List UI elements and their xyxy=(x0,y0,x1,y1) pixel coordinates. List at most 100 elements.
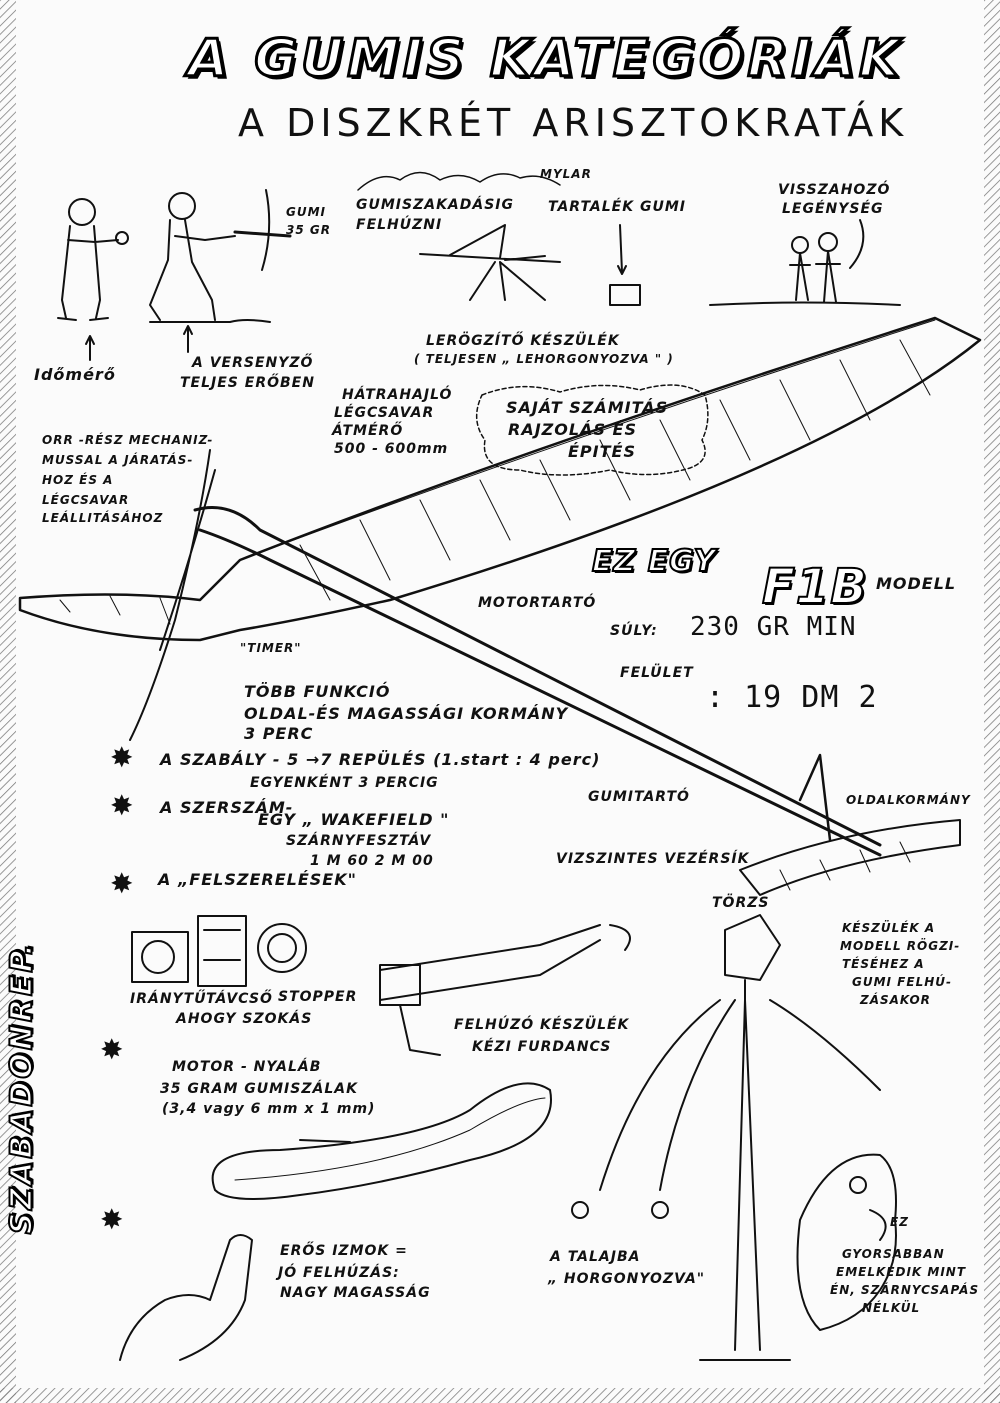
muscle-arm xyxy=(119,1234,253,1361)
label-ez-5: NÉLKÜL xyxy=(862,1301,921,1315)
arrow-motor xyxy=(299,1139,351,1143)
label-tobb-3: 3 PERC xyxy=(244,724,314,743)
bullet-star-icon: ✸ xyxy=(110,741,134,774)
label-ez-1: EZ xyxy=(890,1215,909,1229)
label-visszahozo-2: LEGÉNYSÉG xyxy=(782,201,884,217)
bottom-border-hatch xyxy=(0,1388,1000,1403)
bird-sketch xyxy=(796,1153,897,1331)
label-visszahozo-1: VISSZAHOZÓ xyxy=(778,182,891,198)
anchoring-stand xyxy=(571,914,881,1361)
label-sajat-1: SAJÁT SZÁMITÁS xyxy=(506,398,669,417)
rule-szerszam-3: SZÁRNYFESZTÁV xyxy=(286,833,432,849)
cloud-outline xyxy=(476,384,709,476)
label-ez-3: EMELKEDIK MINT xyxy=(836,1265,967,1279)
bullet-star-icon: ✸ xyxy=(110,789,134,822)
label-orr-4: LÉGCSAVAR xyxy=(42,493,130,507)
label-model-code: F1B xyxy=(761,559,868,615)
label-keszulek-4: GUMI FELHÚ- xyxy=(852,975,952,989)
label-stopper: STOPPER xyxy=(278,989,358,1005)
label-lerogzito-1: LERÖGZÍTŐ KÉSZÜLÉK xyxy=(426,333,620,349)
label-gumiszakadasig-2: FELHÚZNI xyxy=(356,217,443,233)
label-mylar: MYLAR xyxy=(540,167,592,181)
label-motor-1: MOTOR - NYALÁB xyxy=(172,1059,322,1075)
label-felulet: FELÜLET xyxy=(620,665,694,681)
page-title: A GUMIS KATEGÓRIÁK xyxy=(186,29,904,89)
rubber-motor-bundle xyxy=(211,1082,552,1200)
label-timer: "TIMER" xyxy=(240,641,302,655)
rule-szabaly-2: EGYENKÉNT 3 PERCIG xyxy=(250,775,439,791)
label-tobb-1: TÖBB FUNKCIÓ xyxy=(244,682,391,701)
label-tavcso: TÁVCSŐ xyxy=(206,991,273,1007)
label-legcsavar-3: ÁTMÉRŐ xyxy=(332,423,404,439)
label-oldalkormany: OLDALKORMÁNY xyxy=(846,793,971,807)
label-tartalek-gumi: TARTALÉK GUMI xyxy=(548,199,686,215)
label-gumiszakadasig-1: GUMISZAKADÁSIG xyxy=(356,197,514,213)
label-torzs: TÖRZS xyxy=(712,895,770,911)
right-border-hatch xyxy=(984,0,1000,1403)
label-legcsavar-2: LÉGCSAVAR xyxy=(334,405,435,421)
label-lerogzito-2: ( TELJESEN „ LEHORGONYOZVA " ) xyxy=(414,352,674,366)
label-versenyzo-1: A VERSENYZŐ xyxy=(192,355,314,371)
label-keszulek-1: KÉSZÜLÉK A xyxy=(842,921,936,935)
arrow-idomero xyxy=(85,335,95,361)
label-ez-2: GYORSABBAN xyxy=(842,1247,945,1261)
label-gumi: GUMI xyxy=(286,205,326,219)
label-orr-1: ORR -RÉSZ MECHANIZ- xyxy=(42,433,214,447)
label-ez-egy: EZ EGY xyxy=(591,544,717,579)
arrow-legenyseg xyxy=(849,219,865,269)
rule-szerszam-2: EGY „ WAKEFIELD " xyxy=(258,810,450,829)
label-eros-3: NAGY MAGASSÁG xyxy=(280,1285,431,1301)
label-ahogy: AHOGY SZOKÁS xyxy=(176,1011,313,1027)
retrieval-crew xyxy=(709,232,901,306)
value-suly: 230 GR MIN xyxy=(690,612,857,642)
arrow-versenyzo xyxy=(183,325,193,353)
label-gumitarto: GUMITARTÓ xyxy=(588,789,690,805)
label-suly: SÚLY: xyxy=(610,623,658,639)
label-modell: MODELL xyxy=(876,574,957,593)
label-orr-5: LEÁLLITÁSÁHOZ xyxy=(42,511,164,525)
label-versenyzo-2: TELJES ERŐBEN xyxy=(180,375,315,391)
left-border-hatch xyxy=(0,0,16,1403)
rule-szabaly-1: A SZABÁLY - 5 →7 REPÜLÉS (1.start : 4 pe… xyxy=(160,750,601,769)
side-banner-text: SZABADONREP. xyxy=(4,940,41,1235)
label-talaj-1: A TALAJBA xyxy=(550,1249,641,1265)
label-felhuzo-2: KÉZI FURDANCS xyxy=(472,1039,612,1055)
mylar-streamer xyxy=(357,171,561,191)
side-banner: SZABADONREP. xyxy=(2,860,41,1310)
label-sajat-2: RAJZOLÁS ÉS xyxy=(508,420,637,439)
value-felulet: : 19 DM 2 xyxy=(706,680,878,715)
f1b-model xyxy=(18,316,982,896)
rule-szerszam-1: A SZERSZÁM- xyxy=(160,798,294,817)
label-motortarto: MOTORTARTÓ xyxy=(478,595,597,611)
label-eros-1: ERŐS IZMOK = xyxy=(280,1243,408,1259)
label-keszulek-2: MODELL RÖGZI- xyxy=(840,939,961,953)
label-keszulek-3: TÉSÉHEZ A xyxy=(842,957,925,971)
arrow-tartalek xyxy=(617,224,627,275)
label-legcsavar-4: 500 - 600mm xyxy=(334,441,449,457)
label-iranytu: IRÁNYTŰ xyxy=(130,991,207,1007)
page-subtitle: A DISZKRÉT ARISZTOKRATÁK xyxy=(238,101,909,145)
label-eros-2: JÓ FELHÚZÁS: xyxy=(278,1265,400,1281)
label-idomero: Időmérő xyxy=(34,365,116,384)
label-orr-2: MUSSAL A JÁRATÁS- xyxy=(42,453,194,467)
label-motor-3: (3,4 vagy 6 mm x 1 mm) xyxy=(162,1101,376,1117)
label-keszulek-5: ZÁSAKOR xyxy=(860,993,931,1007)
label-vizszintes: VIZSZINTES VEZÉRSÍK xyxy=(556,851,750,867)
competitor-figure xyxy=(149,189,292,323)
winder-sketch xyxy=(379,924,631,1056)
bullet-star-icon: ✸ xyxy=(100,1203,124,1236)
rule-felszereles: A „FELSZERELÉSEK" xyxy=(158,870,357,889)
anchored-model xyxy=(419,224,641,306)
label-talaj-2: „ HORGONYOZVA" xyxy=(548,1271,706,1287)
label-orr-3: HOZ ÉS A xyxy=(42,473,114,487)
label-legcsavar-1: HÁTRAHAJLÓ xyxy=(342,387,453,403)
label-sajat-3: ÉPITÉS xyxy=(568,442,636,461)
timekeeper-figure xyxy=(57,198,129,321)
bullet-star-icon: ✸ xyxy=(110,867,134,900)
label-gumi-weight: 35 GR xyxy=(286,223,331,237)
label-ez-4: ÉN, SZÁRNYCSAPÁS xyxy=(830,1283,980,1297)
instruments-sketch xyxy=(131,915,307,987)
label-tobb-2: OLDAL-ÉS MAGASSÁGI KORMÁNY xyxy=(244,704,569,723)
